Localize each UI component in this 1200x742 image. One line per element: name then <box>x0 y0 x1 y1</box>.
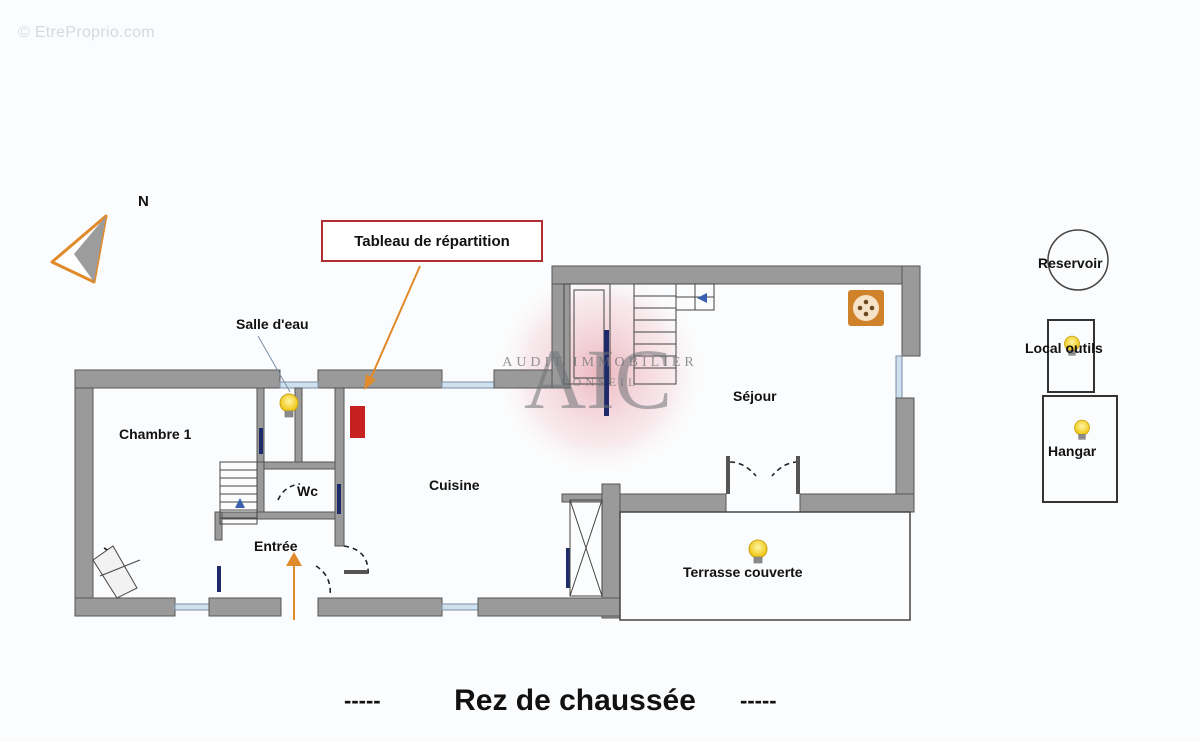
logo-top-text: AUDIT IMMOBILIER <box>502 355 698 370</box>
entrance-arrow-head <box>286 552 302 566</box>
outlet-icon <box>848 290 884 326</box>
stairs-sejour <box>563 283 715 385</box>
stair-post <box>604 330 609 416</box>
footer-title: Rez de chaussée <box>454 684 696 717</box>
callout-box <box>321 220 543 262</box>
terrace-outline <box>619 511 911 621</box>
room-label-wc: Wc <box>297 483 318 499</box>
bulb-icon <box>1074 419 1090 440</box>
label-local-outils: Local outils <box>1025 340 1103 356</box>
footer-dashes-left: ----- <box>344 688 381 713</box>
local-outils-shape <box>1047 319 1095 393</box>
footer-dashes-right: ----- <box>740 688 777 713</box>
hangar-shape <box>1042 395 1118 503</box>
stair-arrow-icon <box>235 498 245 508</box>
reservoir-shape <box>1047 229 1109 291</box>
north-arrow-icon <box>50 214 108 284</box>
room-label-terrasse: Terrasse couverte <box>683 564 803 580</box>
door-leaf <box>726 456 730 494</box>
room-label-salle-eau: Salle d'eau <box>236 316 309 332</box>
door-leaf <box>344 570 368 574</box>
north-label: N <box>138 193 149 210</box>
heater-icon <box>350 406 365 438</box>
callout-label: Tableau de répartition <box>354 233 510 250</box>
corner-closet <box>92 545 141 599</box>
stair-arrow-icon <box>697 293 707 303</box>
room-label-chambre1: Chambre 1 <box>119 426 192 442</box>
door-marks <box>217 428 570 592</box>
callout-arrow-head <box>364 374 376 390</box>
logo-bottom-text: CONSEIL <box>561 375 640 389</box>
room-label-entree: Entrée <box>254 538 298 554</box>
label-reservoir: Reservoir <box>1038 255 1103 271</box>
leader-line <box>257 335 291 393</box>
logo-letters: AIC <box>524 331 672 427</box>
room-label-sejour: Séjour <box>733 388 777 404</box>
callout-arrow <box>369 265 421 381</box>
door-leaf <box>796 456 800 494</box>
watermark: © EtreProprio.com <box>18 24 155 41</box>
label-hangar: Hangar <box>1048 443 1097 459</box>
kitchen-unit <box>569 499 603 597</box>
room-label-cuisine: Cuisine <box>429 477 480 493</box>
bulb-icon <box>748 539 768 564</box>
